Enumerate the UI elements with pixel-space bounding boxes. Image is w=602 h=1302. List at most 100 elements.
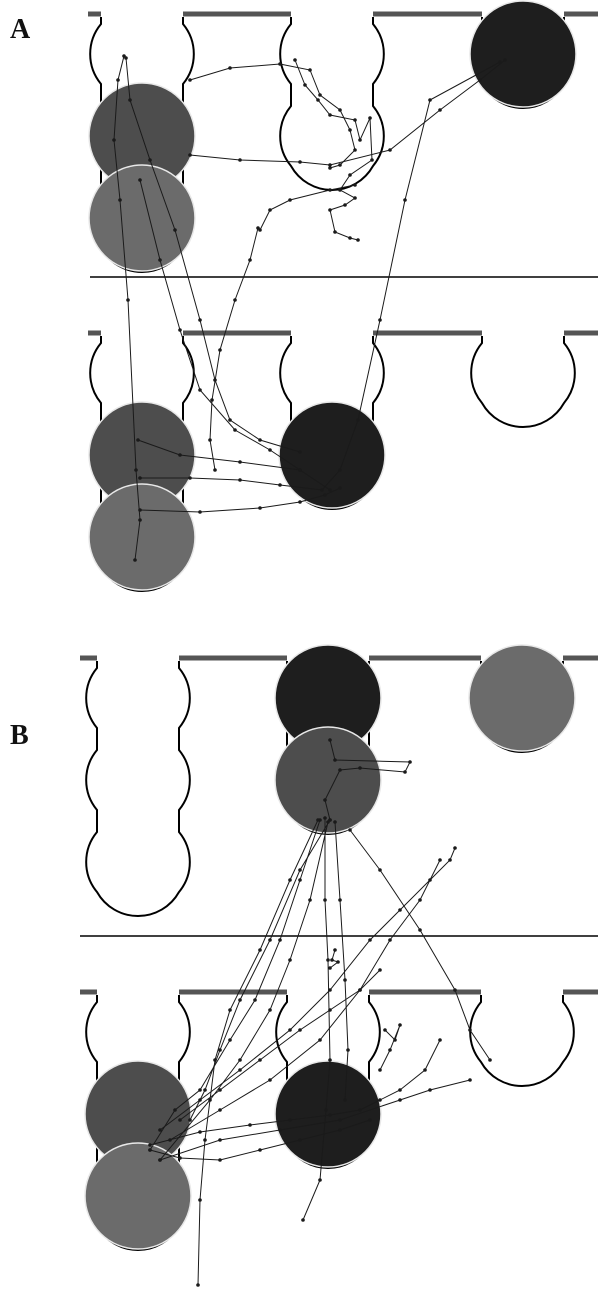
trajectory-point: [408, 760, 412, 764]
trajectory-point: [298, 468, 302, 472]
trajectory-point: [138, 508, 142, 512]
trajectory-point: [218, 1138, 222, 1142]
trajectory-point: [208, 438, 212, 442]
trajectory-path: [149, 819, 321, 1151]
trajectory-point: [378, 318, 382, 322]
trajectory-point: [358, 988, 362, 992]
trajectory-point: [268, 448, 272, 452]
trajectory-point: [370, 158, 374, 162]
trajectory-point: [213, 1058, 217, 1062]
trajectory-point: [328, 966, 332, 970]
trajectory-point: [328, 988, 332, 992]
trajectory-point: [393, 1038, 397, 1042]
trajectory-point: [268, 1078, 272, 1082]
trajectory-point: [338, 108, 342, 112]
panel-a-top-wells: [88, 0, 598, 274]
trajectory-point: [188, 153, 192, 157]
trajectory-path: [329, 949, 340, 969]
trajectory-point: [398, 1098, 402, 1102]
trajectory-point: [288, 1118, 292, 1122]
trajectory-point: [328, 166, 332, 170]
trajectory-point: [328, 1113, 332, 1117]
trajectory-point: [268, 208, 272, 212]
trajectory-point: [333, 758, 337, 762]
trajectory-path: [197, 819, 319, 1286]
trajectory-point: [238, 158, 242, 162]
well-outline: [85, 661, 191, 918]
trajectory-point: [268, 938, 272, 942]
trajectory-point: [258, 1148, 262, 1152]
trajectory-path: [139, 487, 341, 513]
trajectory-point: [348, 173, 352, 177]
trajectory-point: [478, 78, 482, 82]
trajectory-point: [198, 1088, 202, 1092]
trajectory-path: [259, 184, 356, 231]
trajectory-point: [278, 1128, 282, 1132]
trajectory-point: [198, 1198, 202, 1202]
trajectory-path: [137, 439, 301, 471]
trajectory-point: [218, 1108, 222, 1112]
trajectory-point: [128, 98, 132, 102]
trajectory-point: [238, 460, 242, 464]
trajectory-point: [323, 816, 327, 820]
trajectory-point: [298, 1028, 302, 1032]
trajectory-point: [138, 518, 142, 522]
trajectory-point: [316, 818, 320, 822]
trajectory-point: [318, 93, 322, 97]
trajectory-point: [278, 938, 282, 942]
trajectory-point: [134, 468, 138, 472]
trajectory-point: [328, 818, 332, 822]
trajectory-point: [336, 960, 340, 964]
panel-label-a: A: [10, 14, 31, 45]
panel-b-trajectory: [148, 738, 492, 1287]
trajectory-point: [228, 66, 232, 70]
trajectory-point: [148, 1143, 152, 1147]
trajectory-point: [233, 428, 237, 432]
trajectory-point: [338, 1118, 342, 1122]
trajectory-point: [278, 483, 282, 487]
trajectory-point: [288, 1028, 292, 1032]
trajectory-point: [428, 1088, 432, 1092]
trajectory-point: [158, 258, 162, 262]
trajectory-point: [268, 1008, 272, 1012]
trajectory-point: [298, 868, 302, 872]
trajectory-point: [308, 68, 312, 72]
trajectory-point: [198, 1098, 202, 1102]
trajectory-point: [468, 1028, 472, 1032]
trajectory-point: [338, 1128, 342, 1132]
trajectory-point: [388, 1048, 392, 1052]
disc: [274, 1060, 382, 1168]
trajectory-point: [403, 198, 407, 202]
trajectory-point: [298, 160, 302, 164]
trajectory-point: [233, 298, 237, 302]
trajectory-point: [278, 62, 282, 66]
trajectory-path: [379, 1024, 401, 1071]
trajectory-point: [168, 1138, 172, 1142]
trajectory-point: [378, 1098, 382, 1102]
disc: [84, 1142, 192, 1250]
trajectory-point: [158, 1128, 162, 1132]
trajectory-point: [453, 846, 457, 850]
panel-a-bottom-wells: [88, 330, 598, 593]
disc: [468, 644, 576, 752]
trajectory-point: [323, 798, 327, 802]
trajectory-point: [213, 468, 217, 472]
trajectory-point: [116, 78, 120, 82]
trajectory-point: [418, 928, 422, 932]
trajectory-point: [198, 318, 202, 322]
trajectory-point: [438, 858, 442, 862]
trajectory-point: [228, 418, 232, 422]
trajectory-point: [428, 98, 432, 102]
trajectory-point: [343, 978, 347, 982]
trajectory-point: [218, 348, 222, 352]
trajectory-point: [293, 58, 297, 62]
trajectory-path: [189, 59, 506, 166]
trajectory-point: [318, 1038, 322, 1042]
trajectory-point: [178, 328, 182, 332]
panel-a: [88, 0, 598, 593]
trajectory-point: [320, 488, 324, 492]
well-outline: [470, 336, 576, 429]
trajectory-point: [503, 58, 507, 62]
trajectory-point: [358, 766, 362, 770]
